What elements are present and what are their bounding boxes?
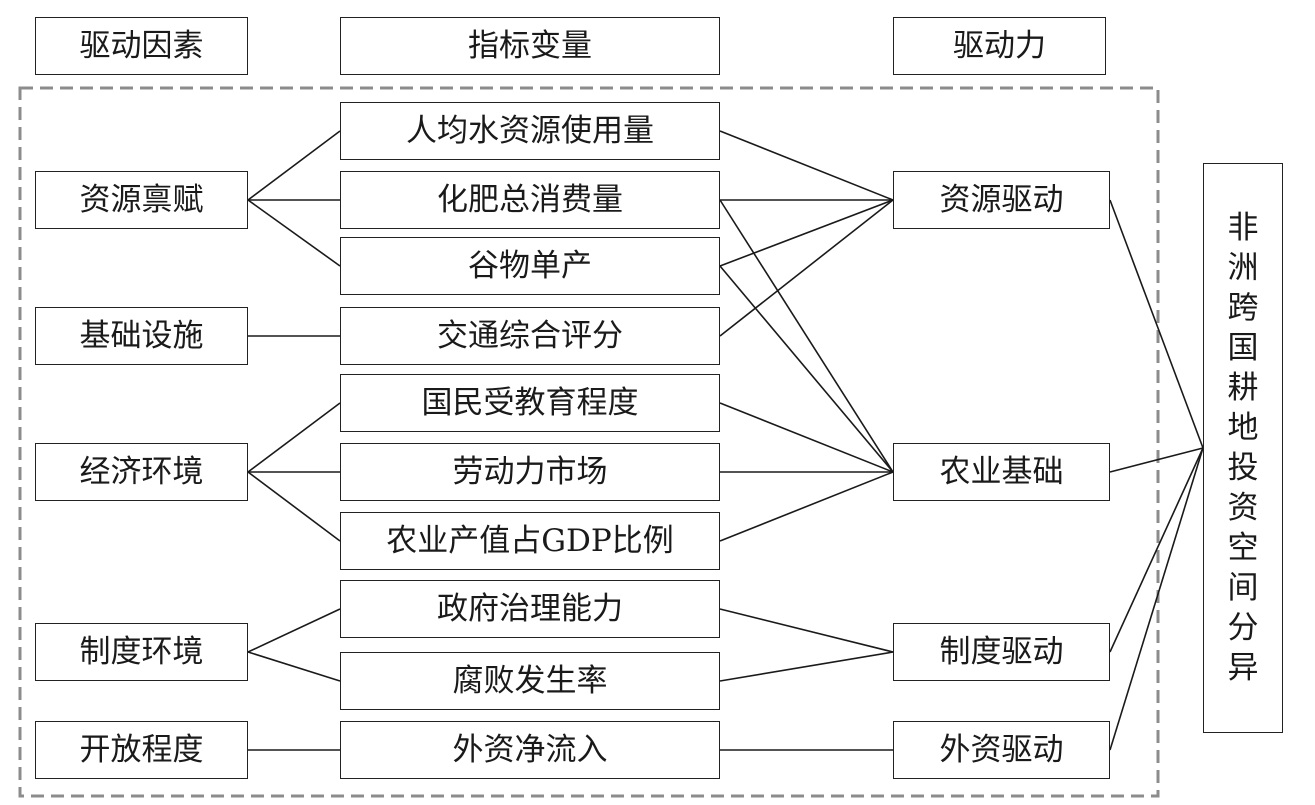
outcome-char: 非 xyxy=(1227,210,1259,246)
link-governance-institutiondrive xyxy=(719,608,894,653)
outcome-char: 洲 xyxy=(1227,250,1259,286)
factor-infrastructure: 基础设施 xyxy=(35,307,248,365)
outcome-char: 耕 xyxy=(1227,370,1259,406)
link-corruption-institutiondrive xyxy=(719,651,894,682)
force-foreign-capital-drive: 外资驱动 xyxy=(893,721,1110,779)
link-economy-education xyxy=(247,402,341,473)
outcome-char: 间 xyxy=(1227,570,1259,606)
outcome-char: 异 xyxy=(1227,650,1259,686)
indicator-corruption: 腐败发生率 xyxy=(340,652,720,710)
indicator-water-use: 人均水资源使用量 xyxy=(340,102,720,160)
indicator-fdi-inflow: 外资净流入 xyxy=(340,721,720,779)
outcome-char: 空 xyxy=(1227,530,1259,566)
force-outcome-links xyxy=(1109,199,1204,751)
outcome-char: 国 xyxy=(1227,330,1259,366)
force-resource-drive: 资源驱动 xyxy=(893,171,1110,229)
factor-indicator-links xyxy=(247,130,341,751)
header-driving-factors: 驱动因素 xyxy=(35,17,248,75)
factor-resource-endowment: 资源禀赋 xyxy=(35,171,248,229)
outcome-char: 地 xyxy=(1227,410,1259,446)
link-institution-governance xyxy=(247,608,341,653)
link-institution-corruption xyxy=(247,651,341,682)
outcome-char: 跨 xyxy=(1227,290,1259,326)
factor-institutional-environment: 制度环境 xyxy=(35,623,248,681)
link-agrigdp-agribase xyxy=(719,471,894,542)
indicator-governance: 政府治理能力 xyxy=(340,580,720,638)
link-resource-cereal xyxy=(247,199,341,267)
outcome-char: 资 xyxy=(1227,490,1259,526)
link-education-agribase xyxy=(719,402,894,473)
link-agribase-outcome xyxy=(1109,447,1204,473)
force-agricultural-base: 农业基础 xyxy=(893,443,1110,501)
factor-openness: 开放程度 xyxy=(35,721,248,779)
indicator-region-dashed-border xyxy=(18,86,1160,798)
indicator-traffic-score: 交通综合评分 xyxy=(340,307,720,365)
outcome-char: 分 xyxy=(1227,610,1259,646)
link-cereal-agribase xyxy=(719,265,894,473)
link-traffic-resourcedrive xyxy=(719,199,894,337)
header-indicator-variables: 指标变量 xyxy=(340,17,720,75)
indicator-fertilizer: 化肥总消费量 xyxy=(340,171,720,229)
indicator-force-links xyxy=(719,130,894,751)
header-driving-forces: 驱动力 xyxy=(893,17,1106,75)
indicator-labor-market: 劳动力市场 xyxy=(340,443,720,501)
link-water-resourcedrive xyxy=(719,130,894,201)
indicator-education: 国民受教育程度 xyxy=(340,374,720,432)
indicator-agri-gdp-share: 农业产值占GDP比例 xyxy=(340,512,720,570)
link-resource-water xyxy=(247,130,341,201)
link-fertilizer-agribase xyxy=(719,199,894,473)
force-institution-drive: 制度驱动 xyxy=(893,623,1110,681)
factor-economic-environment: 经济环境 xyxy=(35,443,248,501)
link-resourcedrive-outcome xyxy=(1109,199,1204,449)
link-institutiondrive-outcome xyxy=(1109,447,1204,653)
link-foreigndrive-outcome xyxy=(1109,447,1204,751)
link-cereal-resourcedrive xyxy=(719,199,894,267)
outcome-char: 投 xyxy=(1227,450,1259,486)
outcome-spatial-differentiation: 非 洲 跨 国 耕 地 投 资 空 间 分 异 xyxy=(1203,163,1283,733)
link-economy-agrigdp xyxy=(247,471,341,542)
indicator-cereal-yield: 谷物单产 xyxy=(340,237,720,295)
